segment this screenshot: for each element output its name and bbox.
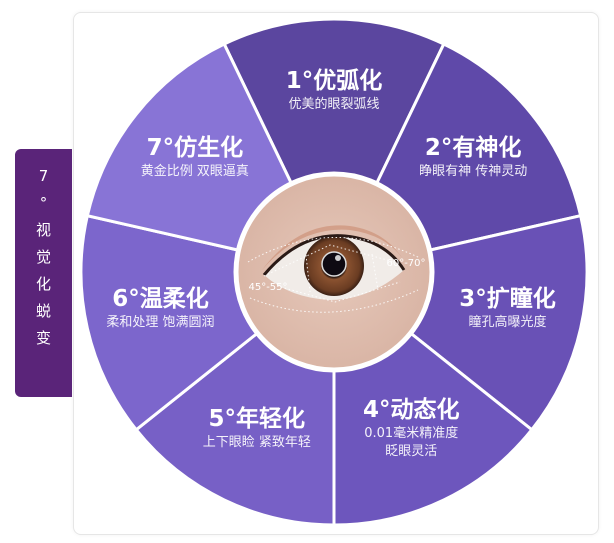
side-tab-char: ° [39, 194, 48, 212]
segment-subtitle: 上下眼睑 紧致年轻 [202, 435, 311, 451]
side-tab-char: 视 [35, 221, 51, 239]
side-tab-seven-degree-visual-transformation: 7 ° 视觉化蜕变 [15, 149, 72, 397]
segment-subtitle: 黄金比例 双眼逼真 [140, 164, 249, 180]
angle-label-right: 60°-70° [386, 258, 425, 269]
segment-label-6: 6°温柔化柔和处理 饱满圆润 [106, 284, 214, 332]
segment-subtitle: 眨眼灵活 [385, 444, 438, 460]
segment-title: 5°年轻化 [208, 406, 306, 433]
side-tab-char: 变 [35, 329, 51, 347]
side-tab-char: 化 [35, 275, 51, 293]
segment-title: 1°优弧化 [285, 68, 383, 94]
wheel-segment-1 [222, 17, 446, 276]
segment-title: 7°仿生化 [146, 135, 244, 162]
segment-label-4: 4°动态化 0.01毫米精准度眨眼灵活 [363, 395, 460, 461]
segment-label-7: 7°仿生化黄金比例 双眼逼真 [141, 133, 249, 181]
segment-title: 3°扩瞳化 [459, 285, 556, 312]
segment-label-2: 2°有神化睁眼有神 传神灵动 [419, 133, 527, 181]
eye-photo: 45°-55° 60°-70° [233, 171, 435, 373]
segment-label-3: 3°扩瞳化瞳孔高曝光度 [459, 284, 556, 332]
angle-label-left: 45°-55° [248, 282, 287, 293]
segment-subtitle: 瞳孔高曝光度 [468, 314, 547, 330]
segment-subtitle: 0.01毫米精准度 [364, 426, 459, 442]
segment-title: 2°有神化 [424, 135, 522, 162]
segment-subtitle: 优美的眼裂弧线 [288, 97, 380, 112]
segment-subtitle: 睁眼有神 传神灵动 [419, 164, 528, 180]
segment-title: 6°温柔化 [112, 285, 209, 312]
segment-label-1: 1°优弧化优美的眼裂弧线 [286, 66, 383, 114]
segment-title: 4°动态化 [362, 397, 460, 424]
side-tab-char: 7 [38, 167, 49, 185]
segment-subtitle: 柔和处理 饱满圆润 [106, 314, 215, 330]
segment-label-5: 5°年轻化上下眼睑 紧致年轻 [203, 404, 311, 452]
side-tab-char: 蜕 [35, 302, 51, 320]
side-tab-char: 觉 [35, 248, 51, 266]
